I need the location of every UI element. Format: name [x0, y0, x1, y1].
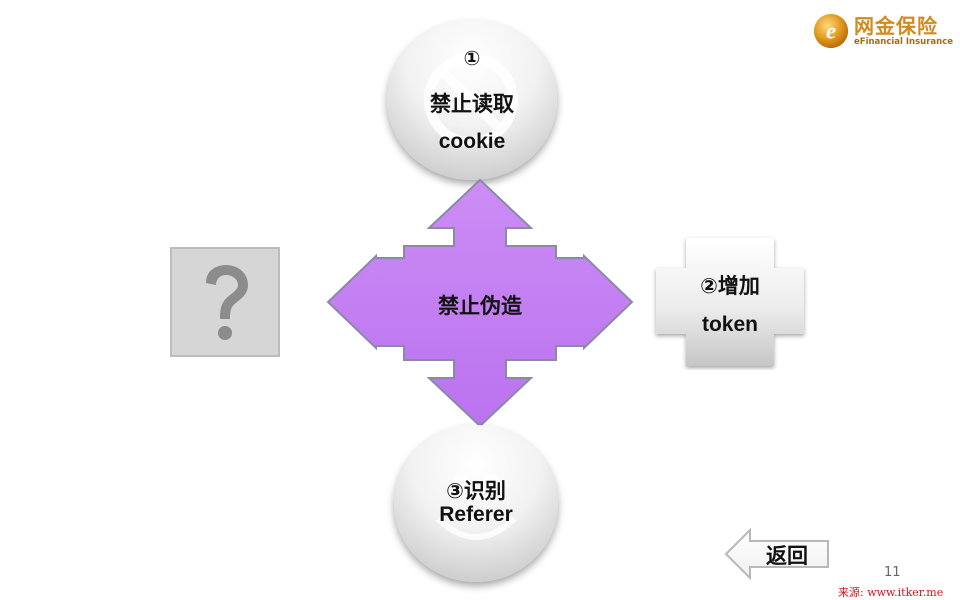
disable-cookie-title: 禁止读取	[430, 92, 514, 116]
add-token-plus-shape	[656, 238, 804, 366]
add-token-title: ②增加	[700, 274, 760, 298]
back-button-label: 返回	[766, 544, 808, 568]
unknown-method-box	[170, 247, 280, 357]
disable-cookie-circle: ① 禁止读取 cookie	[387, 20, 557, 180]
smiley-icon	[435, 474, 517, 540]
forgery-prevention-label: 禁止伪造	[438, 294, 522, 318]
back-button[interactable]: 返回	[724, 528, 832, 580]
page-number: 11	[884, 565, 901, 580]
disable-cookie-keyword: cookie	[438, 130, 506, 153]
check-referer-circle: ③识别 Referer	[394, 425, 558, 582]
left-arrow-icon	[724, 528, 829, 580]
add-token-keyword: token	[701, 313, 758, 336]
no-entry-icon	[424, 53, 518, 147]
logo-mark-letter: e	[826, 19, 836, 44]
logo-name: 网金保险	[854, 14, 938, 38]
logo-subtitle: eFinancial Insurance	[854, 37, 953, 47]
question-mark-icon	[206, 265, 248, 340]
source-watermark: 来源: www.itker.me	[838, 586, 944, 599]
check-referer-title: ③识别	[446, 479, 506, 503]
check-referer-keyword: Referer	[439, 503, 513, 526]
company-logo: e 网金保险 eFinancial Insurance	[812, 10, 954, 52]
step-number-1: ①	[463, 46, 481, 70]
logo-mark-icon: e	[813, 13, 849, 49]
